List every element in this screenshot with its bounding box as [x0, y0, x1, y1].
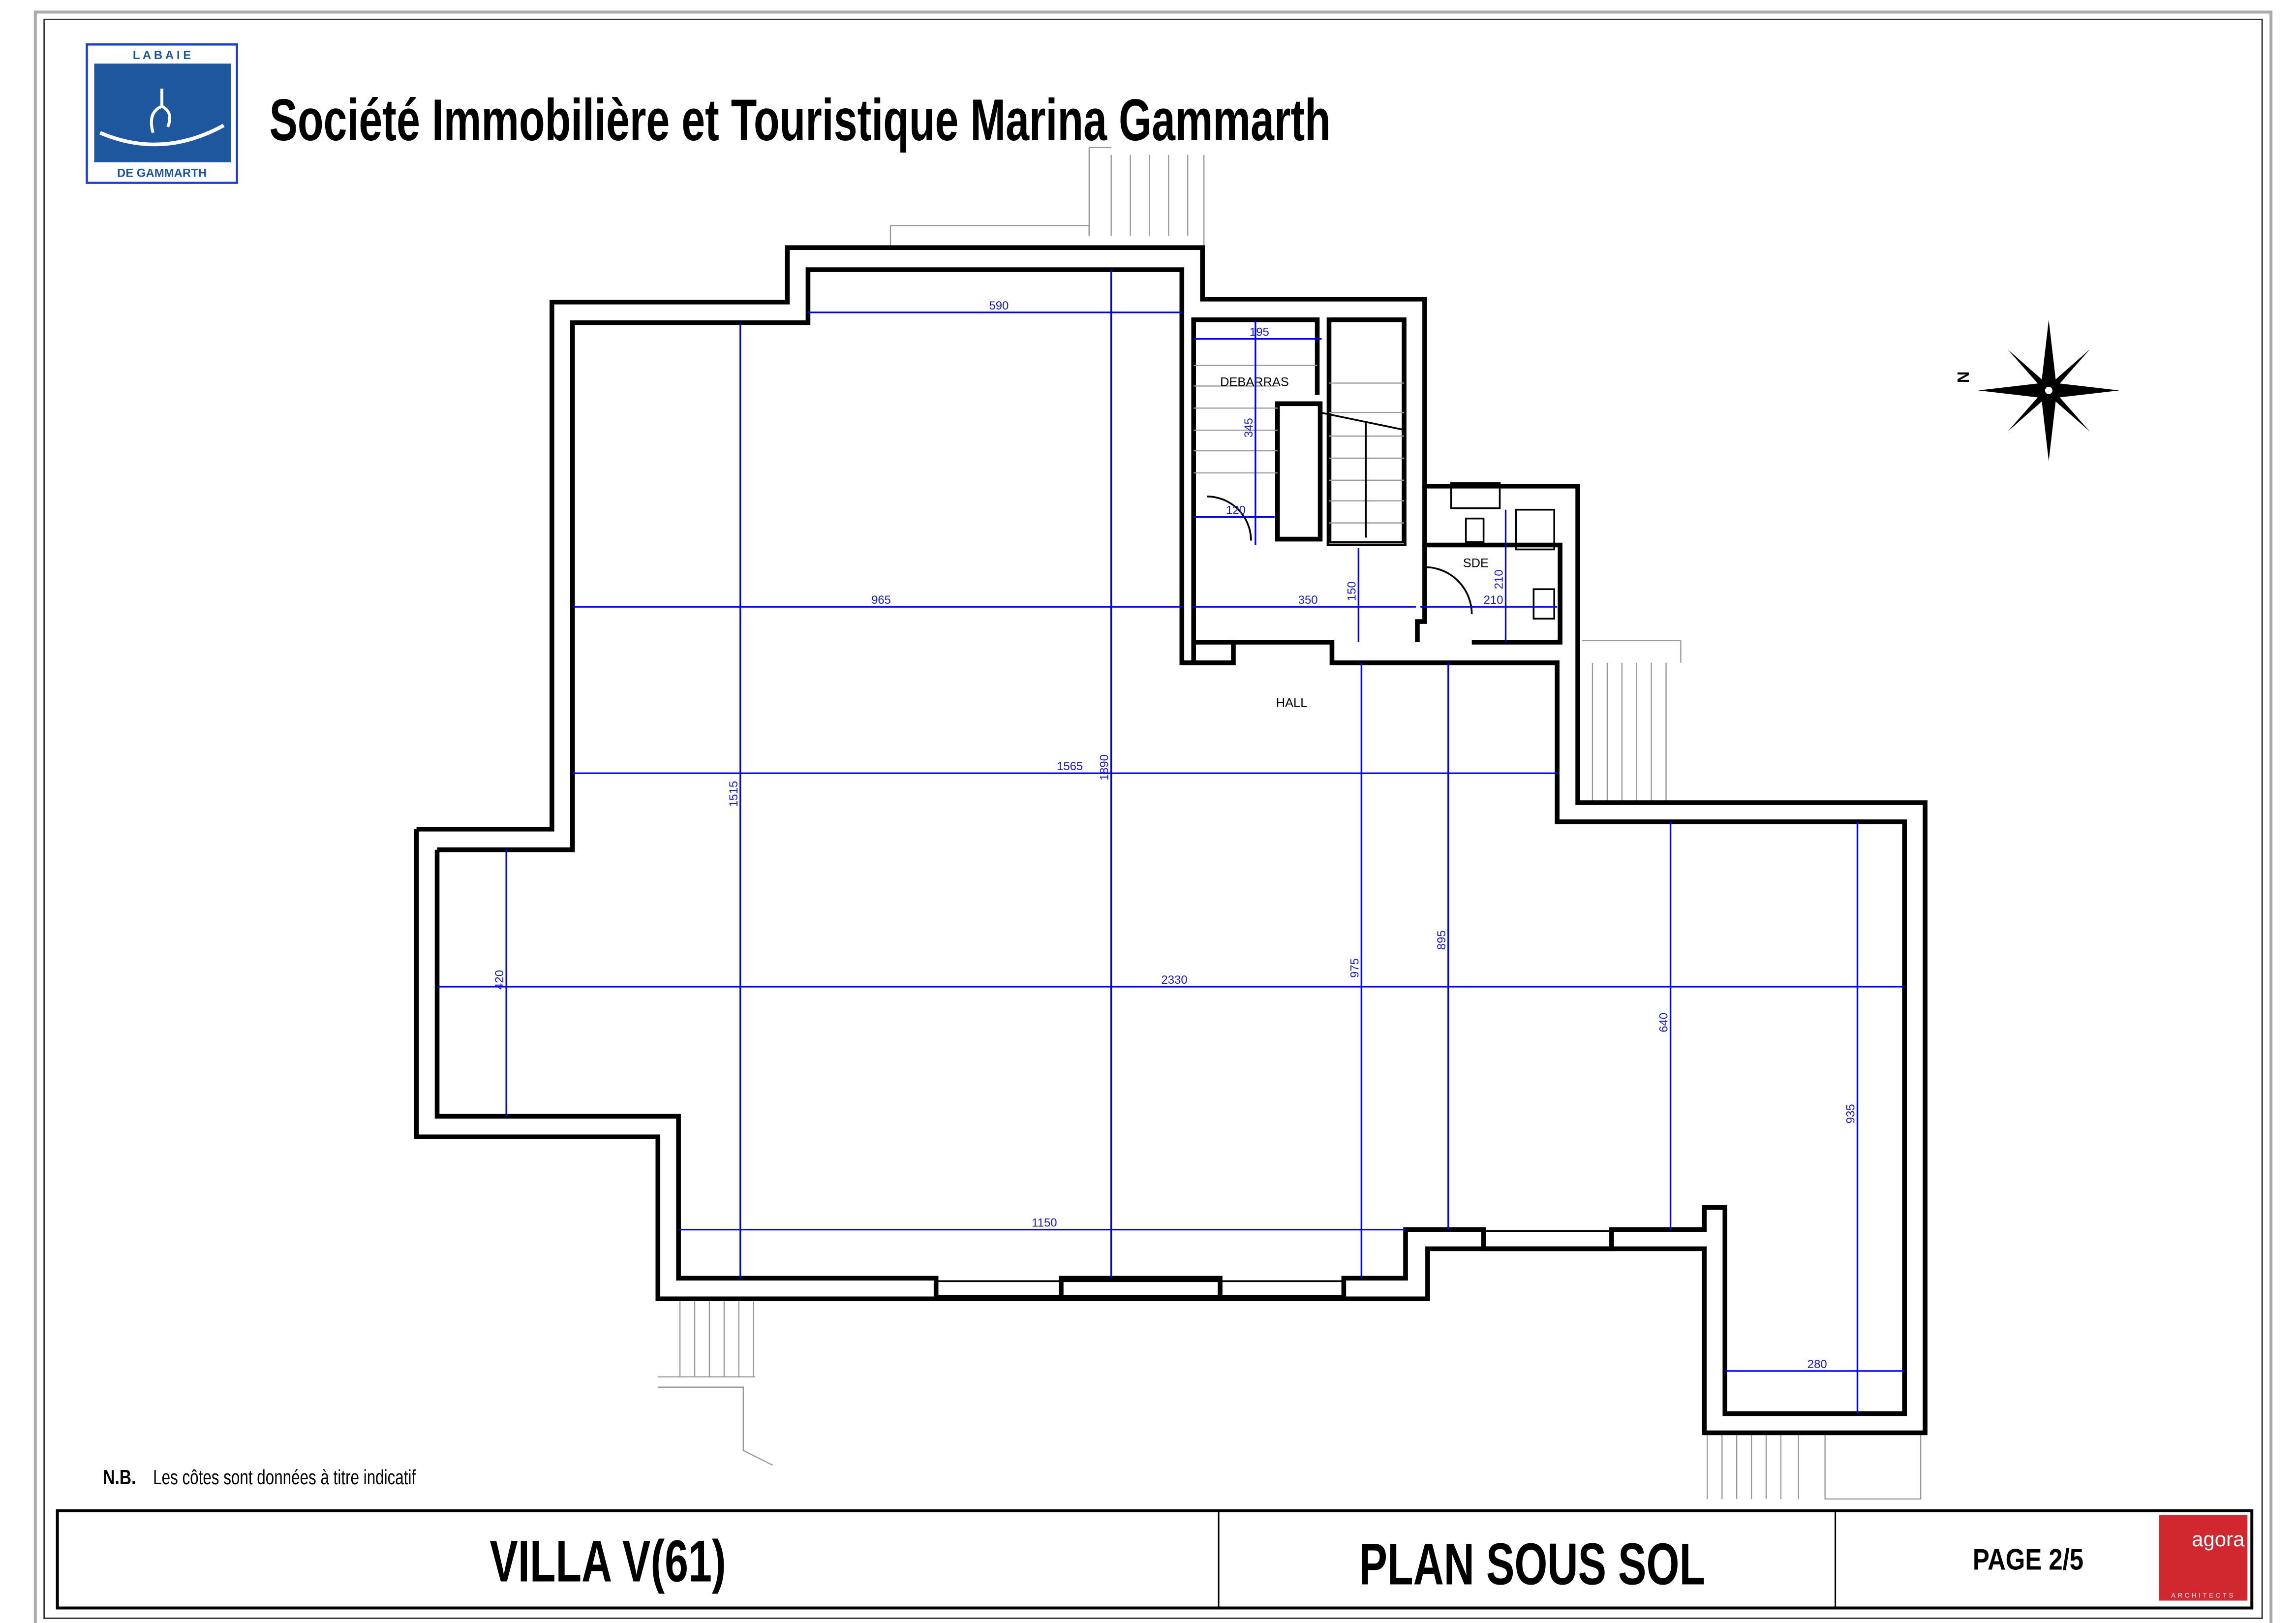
dim-975: 975 [1348, 958, 1361, 978]
dim-895: 895 [1435, 930, 1448, 950]
page-number: PAGE 2/5 [1973, 1543, 2083, 1576]
villa-walls [414, 245, 1928, 1436]
room-label-hall: HALL [1276, 696, 1308, 710]
dim-350: 350 [1298, 593, 1318, 607]
la-baie-de-gammarth-logo: L A B A I E DE GAMMARTH [86, 43, 238, 184]
svg-text:ARCHITECTS: ARCHITECTS [2171, 1592, 2235, 1599]
note-prefix: N.B. [103, 1467, 136, 1489]
dim-420: 420 [493, 970, 506, 990]
dim-2330: 2330 [1161, 973, 1187, 987]
dim-590: 590 [989, 299, 1009, 312]
dim-120: 120 [1226, 504, 1246, 517]
dim-935: 935 [1844, 1104, 1858, 1124]
dim-195: 195 [1250, 326, 1269, 339]
dimension-labels: 590 965 350 210 1565 2330 1150 280 195 1… [493, 299, 1857, 1371]
svg-text:L A B A I E: L A B A I E [133, 49, 191, 62]
page-frame-outer [33, 10, 2273, 1623]
company-title: Société Immobilière et Touristique Marin… [269, 88, 1330, 153]
dim-1515: 1515 [727, 781, 740, 807]
agora-architects-logo: agora ARCHITECTS [2159, 1515, 2248, 1601]
dimension-lines [437, 270, 1905, 1414]
room-label-sde: SDE [1463, 556, 1489, 570]
svg-text:agora: agora [2192, 1528, 2245, 1551]
north-compass-icon [1978, 319, 2119, 461]
dim-210-h: 210 [1484, 593, 1503, 607]
dim-345: 345 [1242, 418, 1255, 437]
dim-210-v: 210 [1492, 569, 1505, 589]
exterior-steps [658, 147, 1922, 1500]
compass-north-label: N [1954, 371, 1972, 383]
dim-1890: 1890 [1098, 754, 1111, 780]
plan-name: PLAN SOUS SOL [1359, 1532, 1706, 1597]
note-text: Les côtes sont données à titre indicatif [153, 1466, 416, 1489]
dim-150: 150 [1345, 581, 1358, 601]
room-label-debarras: DEBARRAS [1220, 375, 1289, 389]
dim-965: 965 [871, 593, 891, 607]
dim-640: 640 [1657, 1013, 1671, 1032]
villa-label: VILLA V(61) [490, 1529, 726, 1594]
page-frame-inner [43, 18, 2263, 1619]
dim-1150: 1150 [1032, 1217, 1057, 1230]
svg-text:DE GAMMARTH: DE GAMMARTH [117, 167, 207, 180]
title-block: VILLA V(61) PLAN SOUS SOL PAGE 2/5 agora… [56, 1509, 2254, 1610]
dim-280: 280 [1807, 1358, 1827, 1371]
dim-1565: 1565 [1057, 760, 1083, 773]
